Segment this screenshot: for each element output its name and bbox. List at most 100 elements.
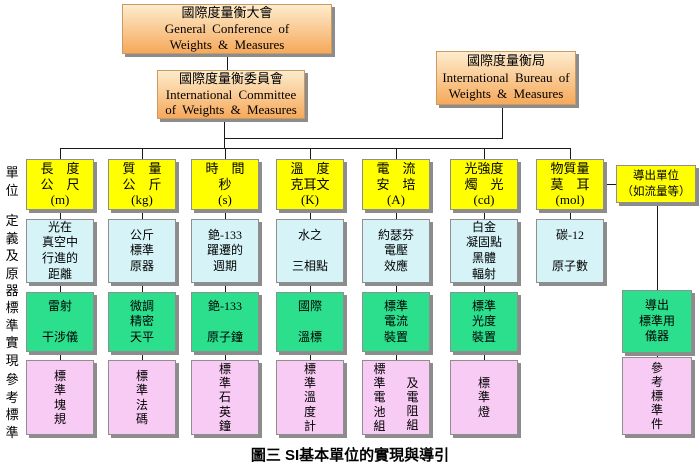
text-line: 公 斤 (122, 176, 162, 192)
text-vertical: 標準石英鐘 (218, 362, 231, 433)
text-line: （如流量等） (621, 186, 691, 198)
text-vertical: 及電阻組 (406, 375, 419, 433)
text-line (277, 243, 343, 259)
text-line: 白金 (471, 219, 496, 234)
connector-line (657, 203, 658, 290)
connector-line (310, 148, 311, 159)
connector-line (60, 148, 61, 159)
gcwm-en2: Weights & Measures (169, 37, 285, 52)
text-vertical: 參考標準件 (650, 360, 663, 432)
connector-line (484, 210, 485, 219)
unit-box-derived: 導出單位 （如流量等） (616, 165, 696, 203)
connector-line (484, 352, 485, 360)
text-line: 原器 (129, 258, 154, 273)
connector-line (142, 148, 143, 159)
text-line: (K) (300, 192, 320, 208)
text-line (537, 243, 603, 259)
text-line: 銫-133 (208, 298, 242, 313)
text-line: 行進的 (41, 251, 78, 265)
row-label-reference: 參考標準 (5, 372, 19, 440)
text-line: 裝置 (383, 329, 408, 344)
unit-box-current: 電 流 安 培 (A) (362, 159, 430, 210)
realization-box-current: 標準 電流 裝置 (362, 292, 430, 352)
connector-line (142, 283, 143, 292)
text-line: 凝固點 (465, 235, 502, 250)
realization-box-derived: 導出 標準用 儀器 (622, 290, 692, 353)
text-line: 導出單位 (633, 169, 679, 182)
connector-bus (60, 148, 570, 149)
text-line: (s) (218, 192, 232, 208)
text-line: 溫標 (297, 329, 322, 344)
text-line: 效應 (383, 258, 408, 273)
gcwm-en1: General Conference of (164, 21, 290, 36)
text-line: (kg) (131, 192, 153, 208)
unit-box-temperature: 溫 度 克耳文 (K) (276, 159, 344, 210)
realization-box-temperature: 國際 溫標 (276, 292, 344, 352)
realization-box-length: 雷射 干涉儀 (26, 292, 94, 352)
definition-box-current: 約瑟芬 電壓 效應 (362, 219, 430, 283)
text-line: 安 培 (376, 176, 416, 192)
icwm-zh: 國際度量衡委員會 (178, 70, 283, 86)
text-line: 標準 (129, 243, 154, 258)
ibwm-en2: Weights & Measures (448, 86, 564, 102)
ibwm-box: 國際度量衡局 International Bureau of Weights &… (436, 51, 576, 105)
connector-line (60, 283, 61, 292)
connector-line (396, 210, 397, 219)
connector-line (142, 210, 143, 219)
text-line: 躍遷的 (206, 243, 243, 258)
reference-box-mass: 標準法碼 (108, 360, 176, 435)
definition-box-luminous-intensity: 白金 凝固點 黑體 輻射 (450, 219, 518, 283)
text-line: 導出 (644, 298, 669, 313)
row-label-definition: 定義及原器 (5, 213, 19, 299)
text-line: 天平 (129, 329, 154, 344)
figure-caption: 圖三 SI基本單位的實現與導引 (250, 447, 450, 464)
ibwm-en1: International Bureau of (442, 69, 570, 85)
connector-line (570, 210, 571, 219)
text-vertical: 標準法碼 (135, 369, 148, 426)
text-line: 銫-133 (208, 227, 242, 242)
connector-line (396, 148, 397, 159)
text-line: 原子數 (551, 258, 588, 273)
text-line: 原子鐘 (206, 329, 243, 344)
connector-line (142, 352, 143, 360)
text-line: 約瑟芬 (377, 227, 414, 242)
text-line: 水之 (297, 227, 322, 242)
definition-box-amount-of-substance: 碳-12 原子數 (536, 219, 604, 283)
realization-box-time: 銫-133 原子鐘 (191, 292, 259, 352)
definition-box-time: 銫-133 躍遷的 週期 (191, 219, 259, 283)
text-vertical: 標準燈 (477, 376, 490, 419)
connector-line (604, 184, 616, 185)
text-line: 光度 (471, 314, 496, 329)
text-line: 光強度 (464, 160, 504, 176)
connector-line (484, 148, 485, 159)
definition-box-mass: 公斤 標準 原器 (108, 219, 176, 283)
icwm-box: 國際度量衡委員會 International Committee of Weig… (157, 70, 305, 119)
text-line: 黑體 (471, 251, 496, 265)
connector-line (225, 148, 226, 159)
unit-box-time: 時 間 秒 (s) (191, 159, 259, 210)
text-line: 電 流 (376, 160, 416, 176)
gcwm-box: 國際度量衡大會 General Conference of Weights & … (122, 4, 332, 54)
text-line: 長 度 (40, 160, 80, 176)
text-vertical: 標準溫度計 (303, 362, 316, 433)
unit-box-luminous-intensity: 光強度 燭 光 (cd) (450, 159, 518, 210)
row-label-realization: 標準實現 (5, 300, 19, 368)
reference-box-temperature: 標準溫度計 (276, 360, 344, 435)
connector-line (396, 352, 397, 360)
text-line: 微調 (129, 298, 154, 313)
text-vertical: 標準塊規 (53, 369, 66, 426)
text-line: 干涉儀 (41, 329, 78, 344)
text-line: (A) (386, 192, 406, 208)
definition-box-length: 光在 真空中 行進的 距離 (26, 219, 94, 283)
text-line: 距離 (47, 266, 72, 281)
text-line: 標準 (471, 298, 496, 313)
text-line: 週期 (212, 258, 237, 273)
definition-box-temperature: 水之 三相點 (276, 219, 344, 283)
ibwm-zh: 國際度量衡局 (466, 52, 545, 68)
connector-line (225, 352, 226, 360)
text-line: 標準用 (638, 313, 675, 328)
connector-line (225, 210, 226, 219)
connector-line (310, 283, 311, 292)
text-line (192, 314, 258, 330)
